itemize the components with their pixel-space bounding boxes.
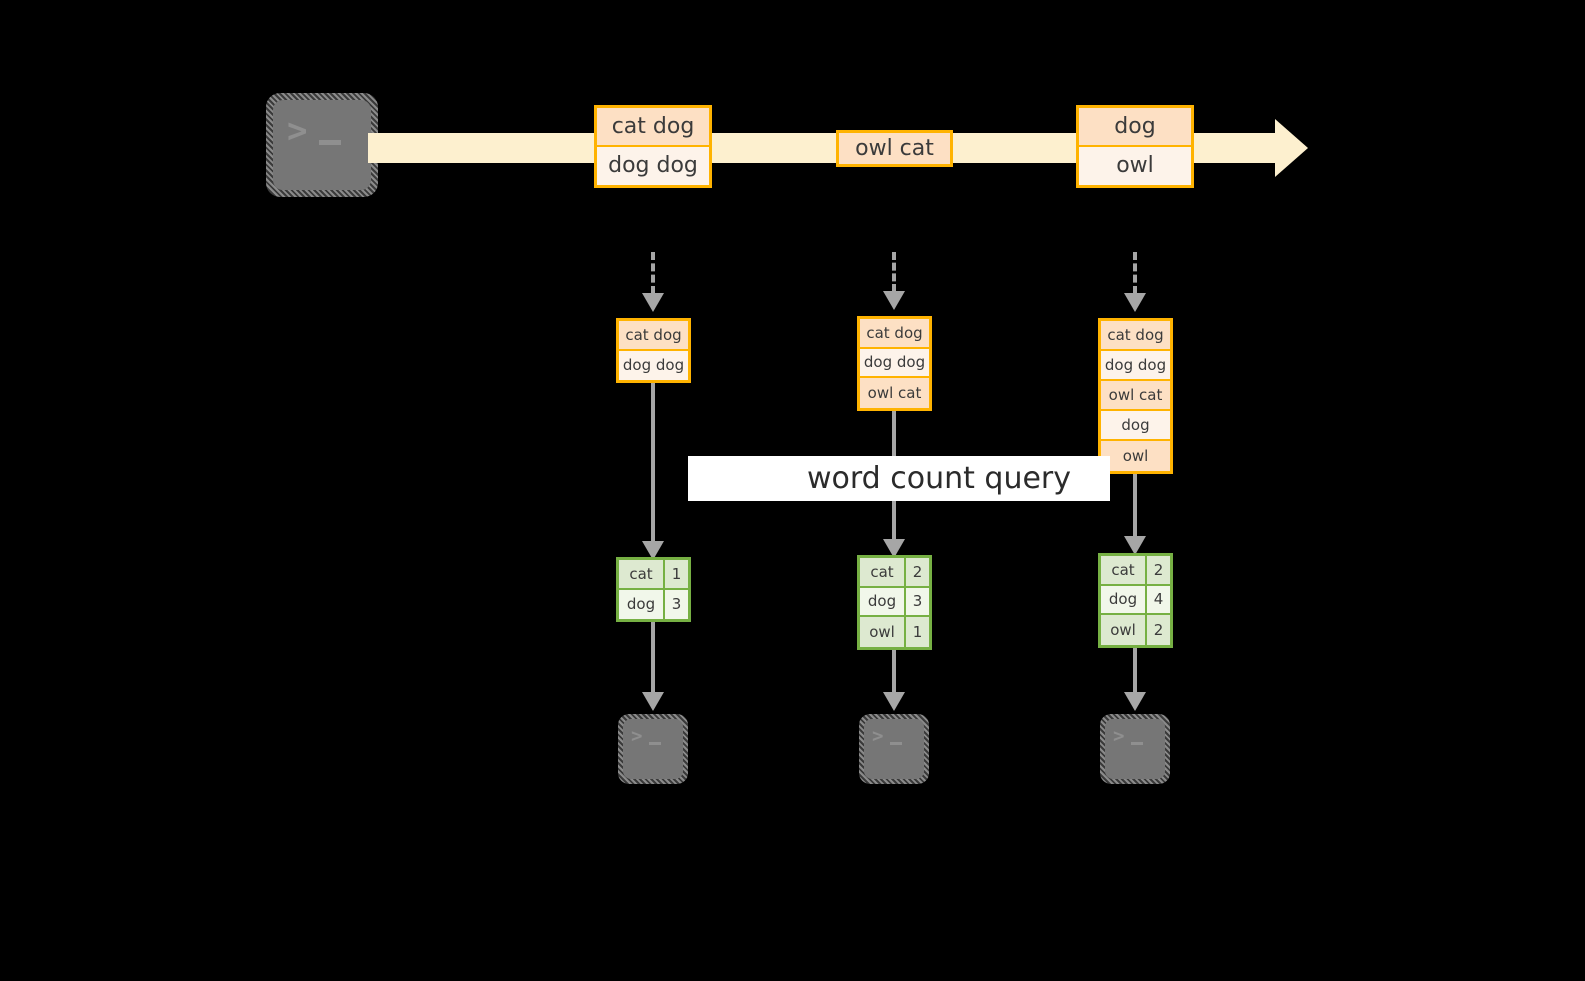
input-row: dog [1101,411,1170,441]
result-table-3: cat 2 dog 4 owl 2 [1098,553,1173,648]
snapshot-input-table-3: cat dog dog dog owl cat dog owl [1098,318,1173,474]
stream-event-batch-3: dog owl [1076,105,1194,188]
input-row: cat dog [619,321,688,351]
result-count: 2 [1153,621,1164,640]
result-to-sink-connector-2 [892,650,896,694]
terminal-screen: > [623,719,683,779]
result-to-sink-arrowhead-3 [1124,692,1146,711]
snapshot-to-result-connector-3 [1133,474,1137,538]
result-row: dog 3 [860,587,929,618]
terminal-prompt-chevron-icon: > [872,725,884,747]
input-row: owl cat [1101,381,1170,411]
query-label-text: word count query [806,461,1072,496]
stream-event-line: owl cat [839,133,950,164]
sink-terminal-icon-2: > [859,714,929,784]
stream-to-snapshot-arrowhead-2 [883,291,905,310]
input-row: dog dog [619,350,688,380]
source-terminal-icon: > [266,93,378,197]
stream-event-batch-2: owl cat [836,130,953,167]
result-table-1: cat 1 dog 3 [616,557,691,622]
result-word: dog [1101,585,1147,614]
stream-to-snapshot-connector-2 [892,252,896,292]
result-word: cat [619,560,665,588]
stream-to-snapshot-connector-3 [1133,252,1137,294]
snapshot-to-result-connector-1 [651,383,655,543]
result-count: 1 [912,623,923,642]
input-row: dog dog [860,348,929,379]
result-to-sink-arrowhead-1 [642,692,664,711]
snapshot-to-result-arrowhead-2 [883,539,905,558]
result-to-sink-connector-3 [1133,648,1137,694]
result-count: 3 [912,592,923,611]
result-word: cat [1101,556,1147,584]
result-table-2: cat 2 dog 3 owl 1 [857,555,932,650]
snapshot-input-table-2: cat dog dog dog owl cat [857,316,932,411]
result-count: 2 [912,562,923,581]
result-count: 2 [1153,560,1164,579]
sink-terminal-icon-1: > [618,714,688,784]
input-row: cat dog [860,319,929,349]
result-row: dog 3 [619,589,688,619]
terminal-prompt-chevron-icon: > [287,111,308,151]
terminal-screen: > [1105,719,1165,779]
input-row: dog dog [1101,351,1170,381]
result-row: owl 2 [1101,615,1170,645]
result-word: owl [860,617,906,647]
result-row: cat 2 [860,558,929,588]
input-row: owl [1101,441,1170,471]
result-to-sink-arrowhead-2 [883,692,905,711]
result-to-sink-connector-1 [651,622,655,694]
terminal-prompt-underscore-icon [1131,742,1143,745]
terminal-prompt-chevron-icon: > [631,725,643,747]
stream-event-line: owl [1079,146,1191,185]
stream-to-snapshot-connector-1 [651,252,655,294]
result-word: cat [860,558,906,586]
event-stream-arrowhead-icon [1275,119,1308,177]
result-row: cat 1 [619,560,688,590]
stream-to-snapshot-arrowhead-3 [1124,293,1146,312]
terminal-prompt-underscore-icon [319,140,341,145]
result-row: cat 2 [1101,556,1170,586]
stream-event-line: dog [1079,108,1191,147]
stream-event-line: dog dog [597,146,709,185]
input-row: cat dog [1101,321,1170,351]
input-row: owl cat [860,378,929,408]
terminal-prompt-chevron-icon: > [1113,725,1125,747]
snapshot-to-result-arrowhead-3 [1124,536,1146,555]
result-count: 1 [671,564,682,583]
stream-event-line: cat dog [597,108,709,147]
query-label-band: word count query [688,456,1110,501]
result-row: dog 4 [1101,585,1170,616]
snapshot-to-result-arrowhead-1 [642,541,664,560]
sink-terminal-icon-3: > [1100,714,1170,784]
result-count: 3 [671,595,682,614]
result-word: dog [860,587,906,616]
result-word: dog [619,589,665,619]
terminal-screen: > [864,719,924,779]
terminal-prompt-underscore-icon [649,742,661,745]
terminal-prompt-underscore-icon [890,742,902,745]
terminal-screen: > [273,100,371,190]
result-count: 4 [1153,590,1164,609]
result-word: owl [1101,615,1147,645]
result-row: owl 1 [860,617,929,647]
stream-to-snapshot-arrowhead-1 [642,293,664,312]
snapshot-input-table-1: cat dog dog dog [616,318,691,383]
stream-event-batch-1: cat dog dog dog [594,105,712,188]
